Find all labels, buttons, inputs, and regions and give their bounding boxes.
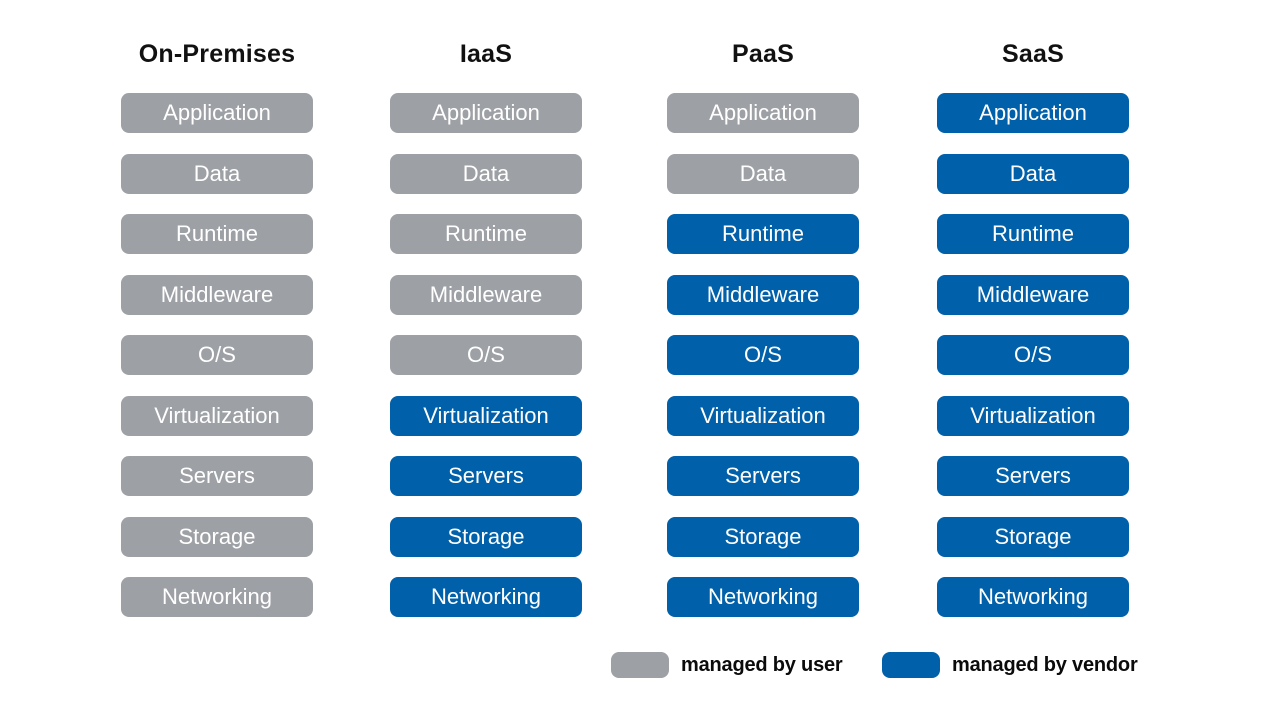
column-stack-iaas: Application Data Runtime Middleware O/S … <box>390 93 582 617</box>
layer-box-os: O/S <box>390 335 582 375</box>
legend-item-managed-by-vendor: managed by vendor <box>882 652 1138 678</box>
layer-box-application: Application <box>121 93 313 133</box>
layer-box-data: Data <box>667 153 859 194</box>
column-title-saas: SaaS <box>1002 40 1064 68</box>
layer-box-middleware: Middleware <box>937 274 1129 315</box>
layer-box-servers: Servers <box>121 456 313 496</box>
legend-label-user: managed by user <box>681 653 843 676</box>
layer-box-servers: Servers <box>390 456 582 496</box>
layer-box-virtualization: Virtualization <box>937 395 1129 436</box>
layer-box-storage: Storage <box>390 516 582 557</box>
legend-label-vendor: managed by vendor <box>952 653 1138 676</box>
layer-box-storage: Storage <box>121 516 313 557</box>
column-title-iaas: IaaS <box>459 40 513 68</box>
layer-box-storage: Storage <box>667 516 859 557</box>
layer-box-runtime: Runtime <box>121 214 313 254</box>
layer-box-middleware: Middleware <box>667 274 859 315</box>
column-title-paas: PaaS <box>732 40 794 68</box>
legend-item-managed-by-user: managed by user <box>611 652 843 678</box>
layer-box-application: Application <box>390 93 582 133</box>
legend-swatch-user <box>611 652 669 678</box>
layer-box-runtime: Runtime <box>667 214 859 254</box>
layer-box-networking: Networking <box>667 577 859 617</box>
layer-box-runtime: Runtime <box>390 214 582 254</box>
layer-box-servers: Servers <box>937 456 1129 496</box>
layer-box-os: O/S <box>667 335 859 375</box>
layer-box-data: Data <box>937 153 1129 194</box>
column-stack-paas: Application Data Runtime Middleware O/S … <box>667 93 859 617</box>
layer-box-networking: Networking <box>121 577 313 617</box>
column-stack-on-premises: Application Data Runtime Middleware O/S … <box>121 93 313 617</box>
column-title-on-premises: On-Premises <box>138 40 296 68</box>
layer-box-networking: Networking <box>390 577 582 617</box>
layer-box-virtualization: Virtualization <box>121 395 313 436</box>
layer-box-storage: Storage <box>937 516 1129 557</box>
legend-swatch-vendor <box>882 652 940 678</box>
layer-box-servers: Servers <box>667 456 859 496</box>
layer-box-networking: Networking <box>937 577 1129 617</box>
layer-box-middleware: Middleware <box>390 274 582 315</box>
layer-box-data: Data <box>121 153 313 194</box>
layer-box-virtualization: Virtualization <box>390 395 582 436</box>
layer-box-os: O/S <box>937 335 1129 375</box>
layer-box-application: Application <box>667 93 859 133</box>
column-stack-saas: Application Data Runtime Middleware O/S … <box>937 93 1129 617</box>
layer-box-os: O/S <box>121 335 313 375</box>
layer-box-middleware: Middleware <box>121 274 313 315</box>
layer-box-runtime: Runtime <box>937 214 1129 254</box>
layer-box-application: Application <box>937 93 1129 133</box>
layer-box-data: Data <box>390 153 582 194</box>
layer-box-virtualization: Virtualization <box>667 395 859 436</box>
